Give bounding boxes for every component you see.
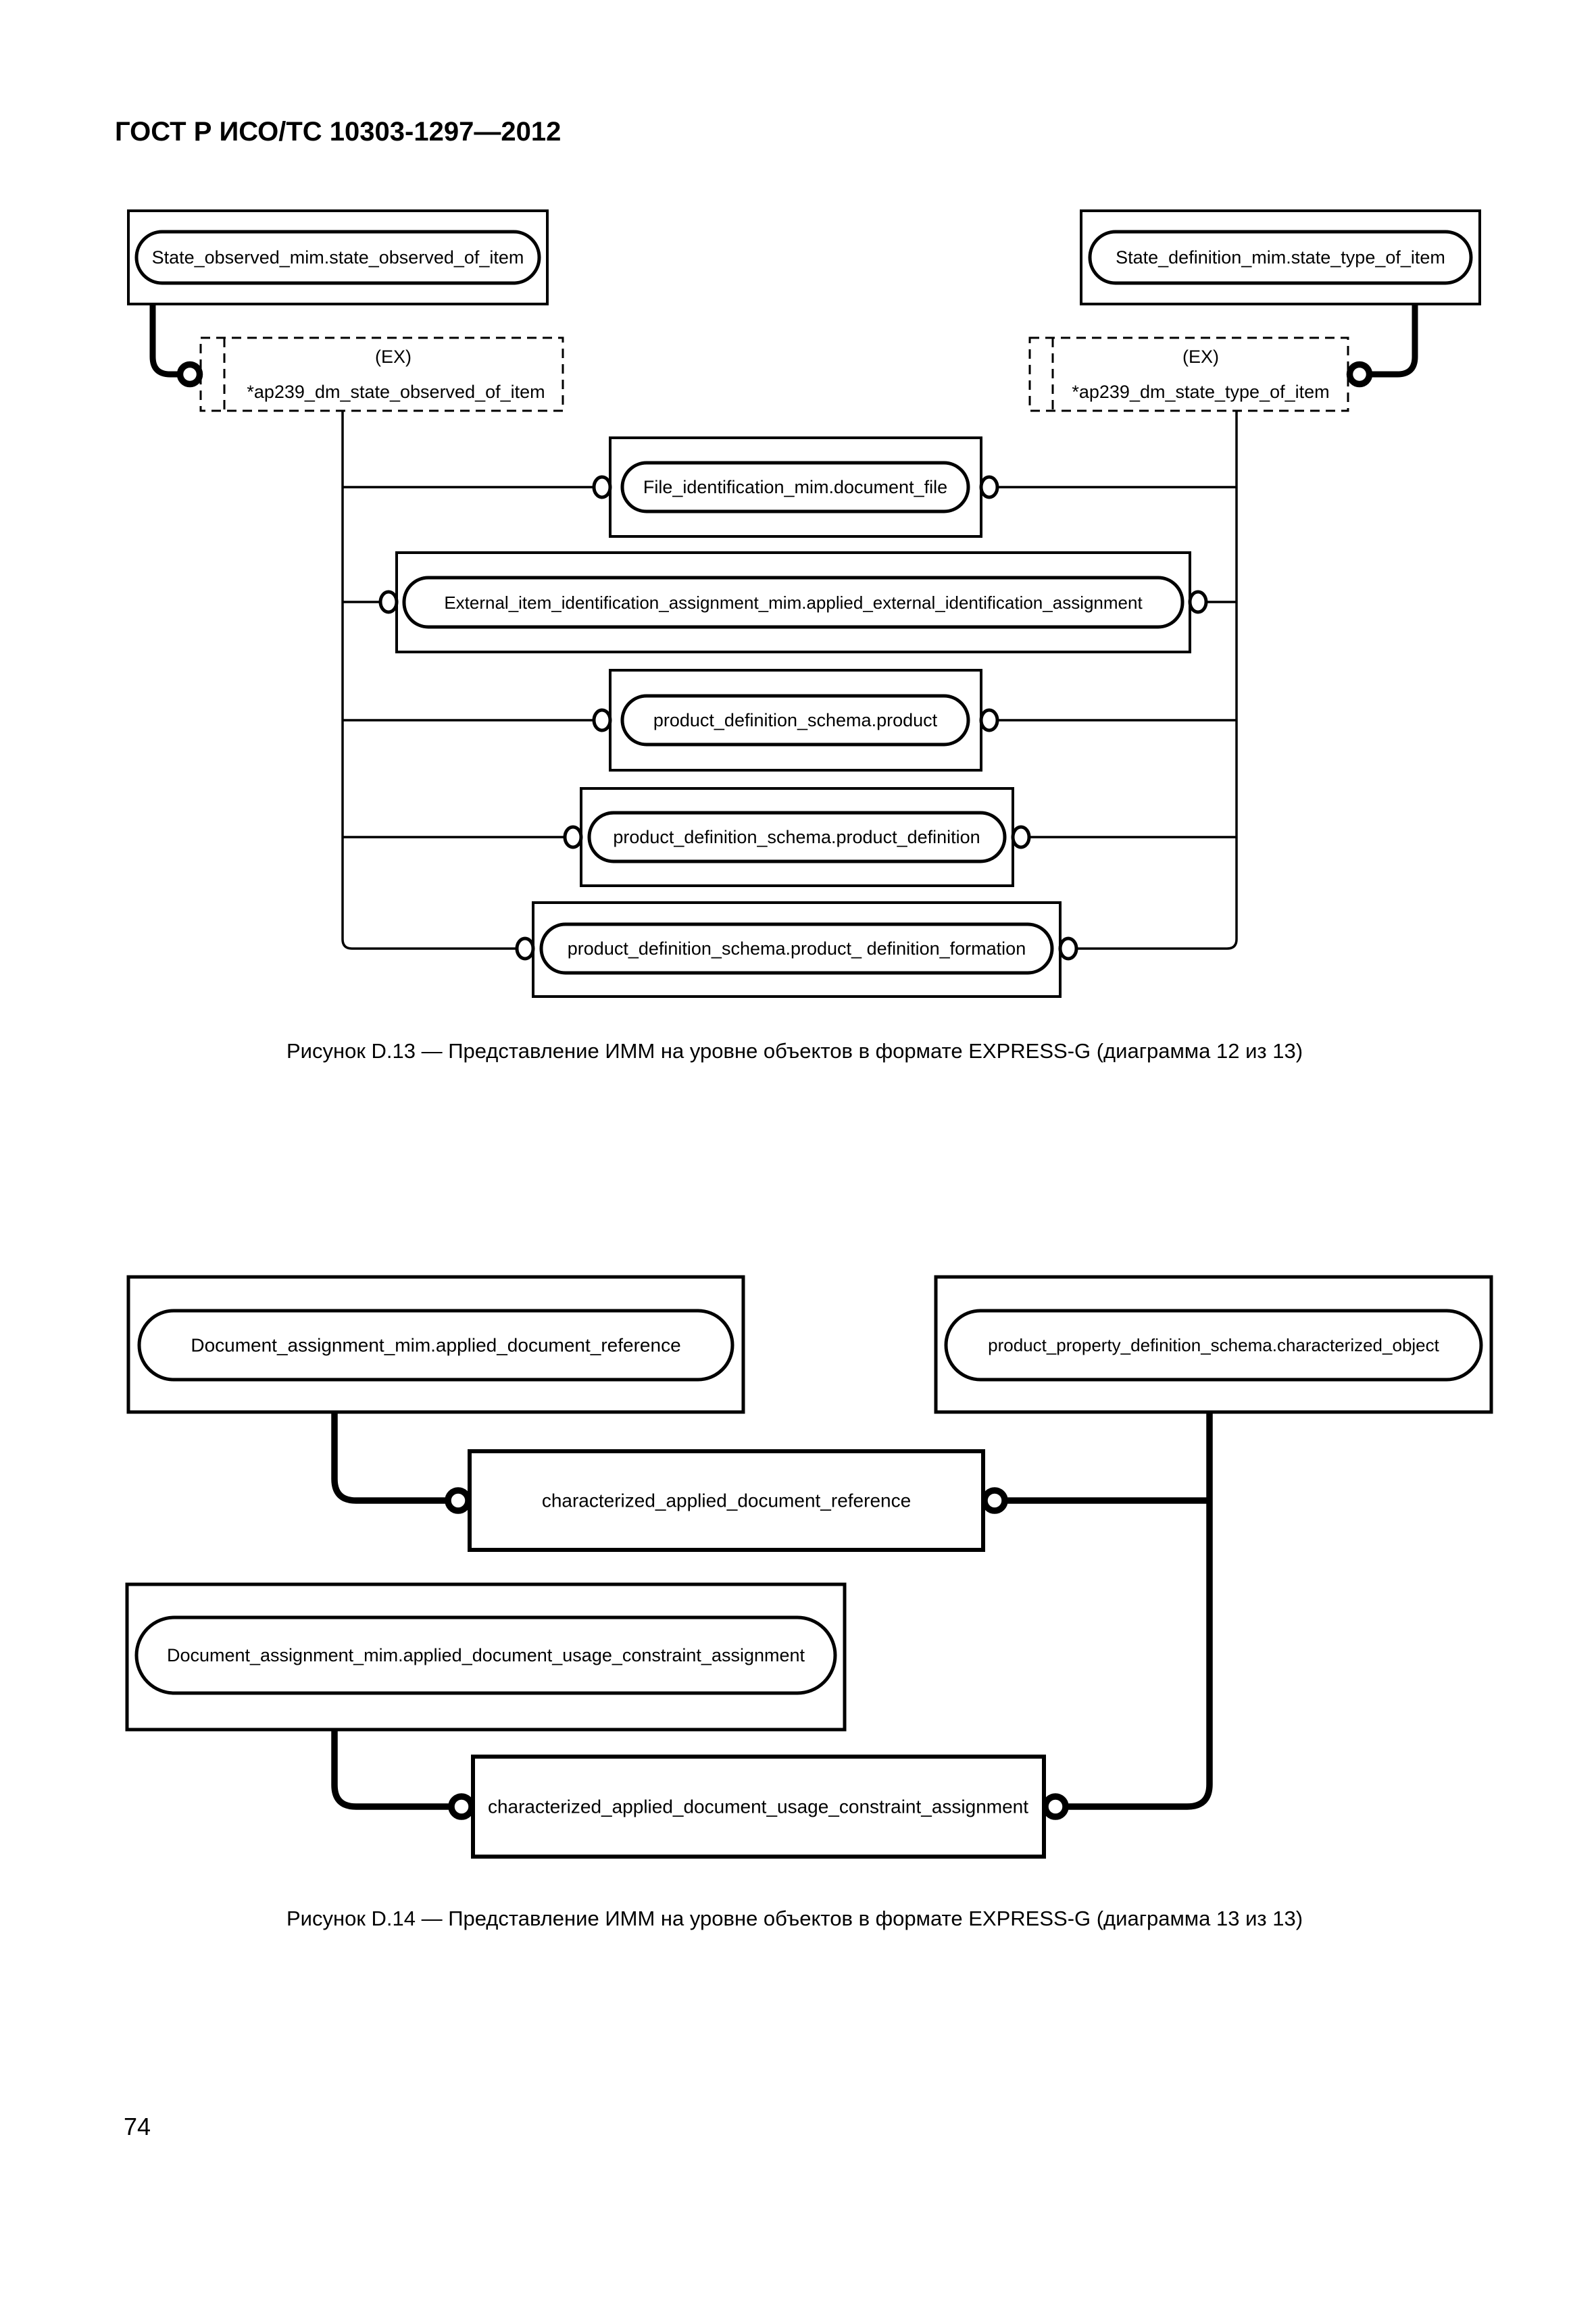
pill-state-type	[1088, 230, 1473, 285]
circle-left-product-definition-formation	[515, 936, 535, 961]
label-external-item: External_item_identification_assignment_…	[444, 593, 1143, 613]
circle-left-document-file	[592, 475, 612, 499]
connector-usage-constraint	[331, 1730, 450, 1810]
label-ex-right: (EX)	[1182, 347, 1219, 367]
label-document-file: File_identification_mim.document_file	[643, 477, 947, 497]
connector-state-type-to-ex	[1370, 304, 1418, 378]
page-number: 74	[124, 2113, 151, 2140]
pill-external-item	[402, 576, 1184, 629]
connector-state-observed-to-ex	[149, 304, 180, 378]
circle-left-product-definition	[563, 825, 583, 849]
caption-d14: Рисунок D.14 — Представление ИММ на уров…	[286, 1907, 1303, 1930]
page-header: ГОСТ Р ИСО/ТС 10303-1297—2012	[115, 117, 561, 147]
circle-connector-ex-left	[176, 361, 203, 388]
label-characterized-applied-document-reference: characterized_applied_document_reference	[542, 1490, 911, 1511]
circle-left-characterized-usage-constraint	[448, 1793, 475, 1820]
pill-document-file	[620, 461, 970, 513]
label-applied-document-reference: Document_assignment_mim.applied_document…	[191, 1335, 680, 1356]
label-characterized-object: product_property_definition_schema.chara…	[988, 1335, 1440, 1355]
circle-left-product	[592, 708, 612, 732]
circle-connector-ex-right	[1346, 361, 1373, 388]
circle-right-characterized-reference	[981, 1487, 1008, 1514]
connector-doc-ref-to-characterized	[331, 1412, 447, 1504]
label-product-definition-formation: product_definition_schema.product_ defin…	[568, 938, 1026, 959]
pill-characterized-object	[944, 1309, 1483, 1382]
circle-right-document-file	[979, 475, 999, 499]
label-state-type: State_definition_mim.state_type_of_item	[1116, 247, 1445, 268]
left-bus-line	[341, 411, 517, 950]
box-characterized-applied-document-reference	[468, 1449, 985, 1552]
pill-product-definition-formation	[539, 922, 1054, 975]
label-ex-left: (EX)	[375, 347, 412, 367]
circle-left-external-item	[378, 590, 399, 614]
label-applied-document-usage-constraint: Document_assignment_mim.applied_document…	[167, 1645, 805, 1665]
caption-d13: Рисунок D.13 — Представление ИММ на уров…	[286, 1039, 1303, 1063]
circle-right-product	[979, 708, 999, 732]
dashed-box-ap239-type	[1028, 336, 1349, 412]
label-ap239-type: *ap239_dm_state_type_of_item	[1072, 382, 1329, 402]
figure-d13: State_observed_mim.state_observed_of_ite…	[127, 209, 1481, 1063]
pill-product	[620, 694, 970, 747]
circle-right-product-definition-formation	[1058, 936, 1078, 961]
label-characterized-usage-constraint: characterized_applied_document_usage_con…	[488, 1796, 1028, 1817]
circle-right-external-item	[1188, 590, 1208, 614]
figure-d14: Document_assignment_mim.applied_document…	[125, 1275, 1493, 1930]
label-product-definition: product_definition_schema.product_defini…	[613, 827, 980, 847]
label-product: product_definition_schema.product	[653, 710, 938, 730]
connector-object-vertical	[1066, 1412, 1213, 1810]
label-state-observed: State_observed_mim.state_observed_of_ite…	[152, 247, 524, 268]
circle-right-characterized-usage-constraint	[1042, 1793, 1069, 1820]
pill-product-definition	[587, 811, 1007, 863]
pill-applied-document-usage-constraint	[134, 1615, 837, 1695]
pill-state-observed	[134, 230, 541, 285]
circle-left-characterized-reference	[445, 1487, 472, 1514]
circle-right-product-definition	[1011, 825, 1031, 849]
right-bus-line	[1076, 411, 1238, 950]
label-ap239-observed: *ap239_dm_state_observed_of_item	[247, 382, 545, 402]
pill-applied-document-reference	[137, 1309, 734, 1382]
